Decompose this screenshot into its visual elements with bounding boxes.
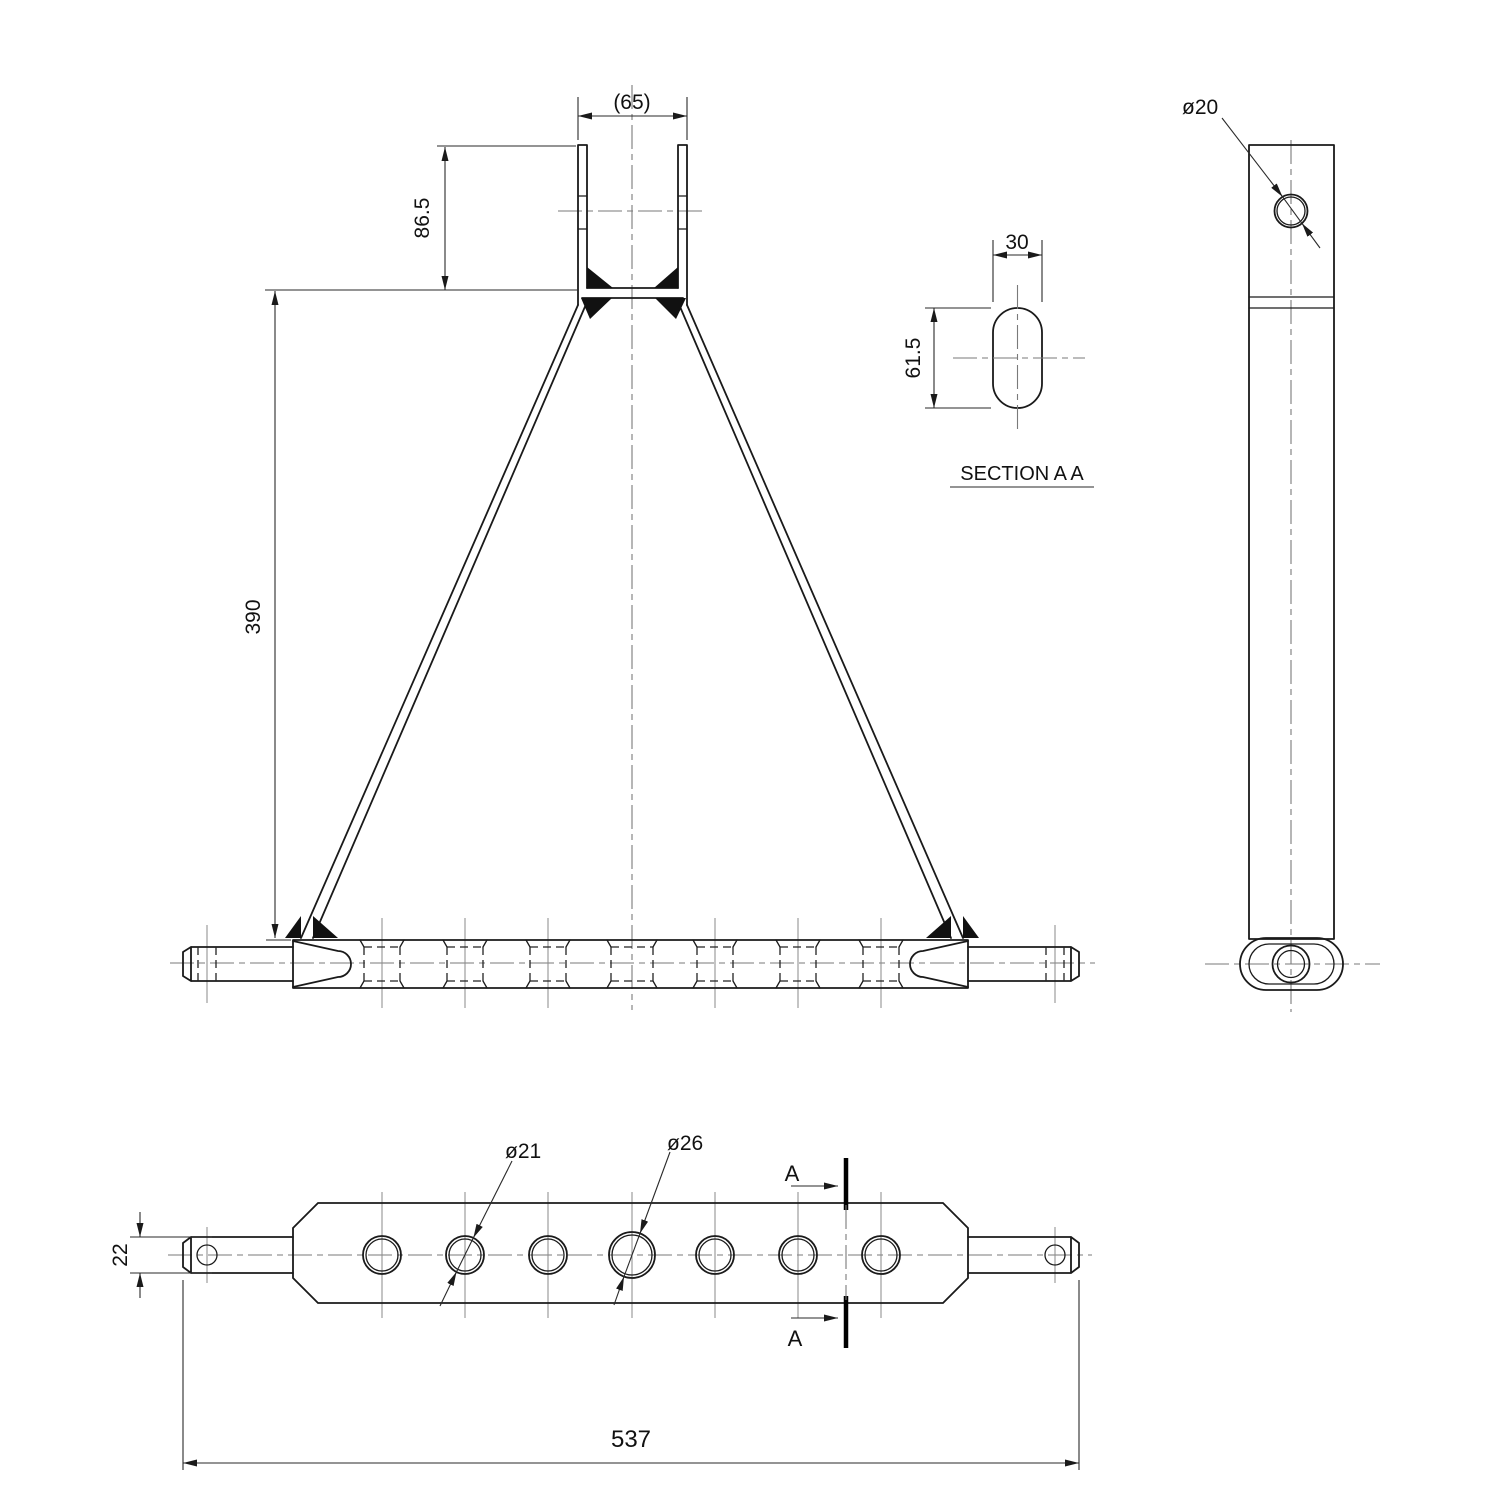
hole-centerlines bbox=[381, 918, 882, 1008]
clevis-plates-outline bbox=[577, 144, 688, 306]
right-pin-top bbox=[967, 1236, 1080, 1274]
top-hole-outer bbox=[1273, 193, 1309, 229]
section-view: 30 61.5 SECTION A A bbox=[902, 231, 1094, 488]
side-pin-outer bbox=[1271, 944, 1311, 984]
section-mark-top: A bbox=[785, 1161, 800, 1186]
dim-text-section-width: 30 bbox=[1005, 231, 1028, 254]
hole-chamfer-ticks bbox=[359, 939, 904, 989]
right-pin-front bbox=[967, 946, 1080, 982]
clevis-hole-edge-ticks bbox=[577, 195, 688, 230]
dim-text-clevis-height: 86.5 bbox=[411, 198, 434, 239]
weld-fillet-bar-left-outer bbox=[285, 916, 301, 938]
dim-pin-diameter: 22 bbox=[109, 1212, 212, 1298]
section-mark-bottom: A bbox=[788, 1326, 803, 1351]
a-frame-legs bbox=[300, 301, 964, 939]
weld-fillet-upper-right bbox=[654, 267, 678, 288]
drawbar-holes-top bbox=[362, 1231, 901, 1279]
front-view: (65) 86.5 390 bbox=[170, 85, 1095, 1010]
dim-text-clevis-width: (65) bbox=[613, 91, 650, 114]
dim-clevis-width: (65) bbox=[577, 91, 688, 140]
weld-fillet-bar-left-inner bbox=[313, 916, 338, 938]
left-boss-curve bbox=[292, 940, 352, 988]
large-hole-inner bbox=[611, 1234, 653, 1276]
leader-hole-dia-21: ø21 bbox=[439, 1140, 541, 1307]
left-pin-hole bbox=[196, 1244, 218, 1266]
section-title: SECTION A A bbox=[960, 463, 1084, 485]
dim-frame-height: 390 bbox=[242, 289, 578, 941]
drawbar-end-outer-stadium bbox=[1239, 937, 1344, 991]
drawbar-end-inner-stadium bbox=[1248, 943, 1335, 985]
dim-text-hole26: ø26 bbox=[667, 1132, 703, 1155]
side-bar-outline bbox=[1248, 144, 1335, 940]
right-pin-hole bbox=[1044, 1244, 1066, 1266]
dim-text-hole21: ø21 bbox=[505, 1140, 541, 1163]
large-hole-outer bbox=[608, 1231, 656, 1279]
section-profile bbox=[992, 307, 1043, 409]
top-view: A A ø21 ø26 22 537 bbox=[109, 1132, 1092, 1470]
dim-text-hole20: ø20 bbox=[1182, 96, 1218, 119]
weld-fillet-lower-left bbox=[581, 298, 612, 319]
dim-section-width: 30 bbox=[992, 231, 1043, 302]
right-boss-curve bbox=[909, 940, 969, 988]
weld-fillet-upper-left bbox=[587, 267, 613, 288]
leader-hole-dia-20: ø20 bbox=[1182, 96, 1321, 249]
left-pin-top bbox=[182, 1236, 294, 1274]
dim-text-pin-diameter: 22 bbox=[109, 1243, 132, 1266]
dim-overall-length: 537 bbox=[182, 1280, 1080, 1470]
dim-clevis-height: 86.5 bbox=[411, 145, 576, 290]
right-pin-hidden-hole bbox=[1045, 947, 1065, 981]
section-cut-line: A A bbox=[785, 1158, 849, 1351]
left-pin-front bbox=[182, 946, 294, 982]
hole-hidden-lines bbox=[363, 946, 900, 982]
weld-fillet-bar-right-outer bbox=[963, 916, 979, 938]
drawbar-front-outline bbox=[292, 939, 969, 989]
pin-hole-centerlines bbox=[206, 925, 1056, 1003]
side-bar-joint-lines bbox=[1248, 296, 1335, 309]
left-pin-hidden-hole bbox=[197, 947, 217, 981]
side-view: ø20 bbox=[1182, 96, 1380, 1012]
weld-fillet-lower-right bbox=[655, 298, 686, 319]
dim-text-frame-height: 390 bbox=[242, 599, 265, 634]
dim-text-section-height: 61.5 bbox=[902, 338, 925, 379]
dim-section-height: 61.5 bbox=[902, 307, 991, 409]
top-hole-inner bbox=[1276, 196, 1306, 226]
side-pin-chamfer bbox=[1276, 949, 1306, 979]
drawbar-holes-front bbox=[359, 939, 904, 989]
drawbar-top-outline bbox=[292, 1202, 969, 1304]
weld-fillet-bar-right-inner bbox=[926, 916, 951, 938]
dim-text-overall-length: 537 bbox=[611, 1426, 651, 1453]
leader-hole-dia-26: ø26 bbox=[613, 1132, 703, 1306]
